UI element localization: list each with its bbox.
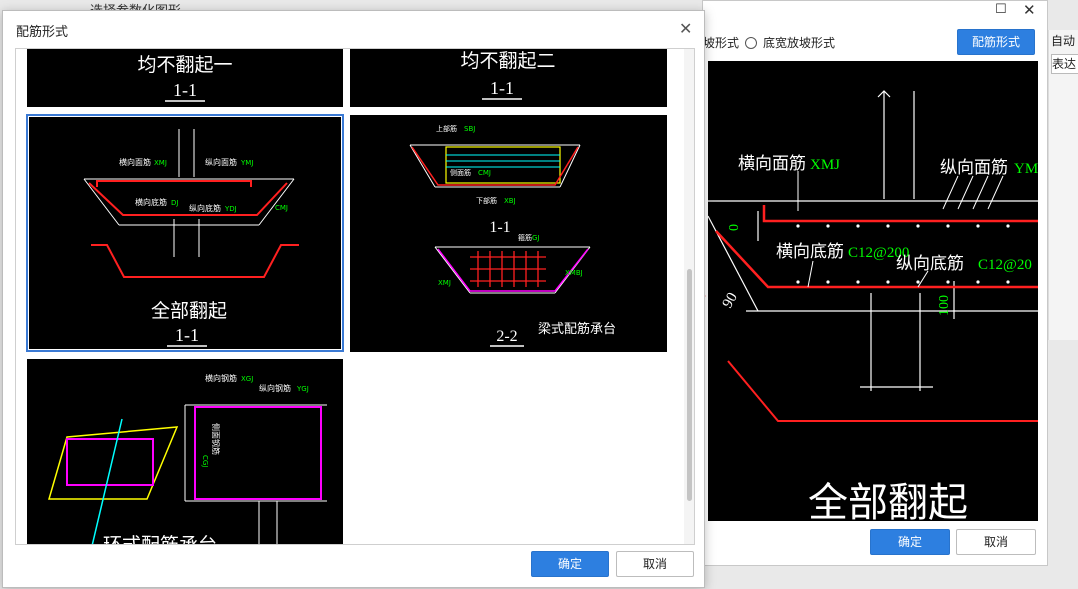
preview-dim-100: 100 [937, 295, 952, 316]
dialog-title: 配筋形式 [16, 24, 69, 39]
bottom-rebar-red [715, 230, 1038, 289]
thumb5-label-ygj: 纵向钢筋 [259, 383, 291, 393]
thumb4-label-side-code: CMJ [478, 169, 491, 177]
thumb3-label-ydj: 纵向底筋 [189, 203, 221, 213]
thumb-all-bend-drawing: 横向面筋 XMJ 纵向面筋 YMJ 横向底筋 DJ 纵向底筋 YDJ CMJ 全… [83, 129, 299, 347]
dialog-cancel-button[interactable]: 取消 [616, 551, 694, 577]
option-slope-label[interactable]: 坡形式 [703, 36, 740, 50]
close-icon[interactable]: ✕ [1023, 2, 1036, 19]
thumb-beam-cap-section-top: 1-1 [489, 219, 510, 236]
thumb-ring-cap[interactable]: 横向钢筋 XGJ 纵向钢筋 YGJ 侧面钢筋 CGJ 环式配筋承台 [27, 359, 343, 545]
preview-label-xmj: 横向面筋 [738, 154, 806, 173]
preview-label-xmj-code: XMJ [810, 157, 840, 173]
thumb3-label-ydj-code: YDJ [224, 205, 237, 213]
thumb-no-bend-2[interactable]: 均不翻起二 1-1 [350, 49, 667, 107]
thumb4-label-top: 上部筋 [436, 124, 457, 133]
far-right-label-auto[interactable]: 自动 [1051, 34, 1076, 48]
thumb3-label-xdj: 横向底筋 [135, 197, 167, 207]
thumb-beam-cap-drawing: 上部筋 SBJ 侧面筋 CMJ 下部筋 XBJ 箍筋 GJ XMJ XMBJ 1… [409, 124, 616, 347]
thumb3-label-xmj: 横向面筋 [119, 157, 151, 167]
preview-label-ydj-code: C12@20 [978, 257, 1032, 273]
thumb-beam-cap-name: 梁式配筋承台 [538, 321, 616, 337]
rebar-preview-canvas: 横向面筋 XMJ 纵向面筋 YMJ 横向底筋 C12@200 纵向底筋 C12@… [708, 61, 1038, 521]
preview-dim-angle: 90 [720, 290, 741, 311]
gallery-scrollbar[interactable] [684, 49, 694, 544]
thumb4-label-gu: 箍筋 [518, 233, 532, 242]
thumb4-label-gu-code: GJ [532, 234, 540, 242]
thumb-all-bend-name: 全部翻起 [151, 300, 227, 322]
far-right-label-express[interactable]: 表达 [1051, 54, 1078, 74]
maximize-icon[interactable]: ☐ [995, 1, 1007, 16]
thumb-beam-cap-section-bottom: 2-2 [496, 328, 517, 345]
preview-label-ydj: 纵向底筋 [896, 254, 964, 273]
thumb-beam-cap[interactable]: 上部筋 SBJ 侧面筋 CMJ 下部筋 XBJ 箍筋 GJ XMJ XMBJ 1… [350, 115, 667, 352]
base-line-red [727, 360, 1038, 422]
thumb5-label-side: 侧面钢筋 [211, 423, 221, 455]
preview-caption: 全部翻起 [808, 480, 968, 521]
thumb3-label-ymj: 纵向面筋 [205, 157, 237, 167]
thumb-ring-cap-drawing: 横向钢筋 XGJ 纵向钢筋 YGJ 侧面钢筋 CGJ 环式配筋承台 [48, 373, 327, 545]
thumb3-label-xmj-code: XMJ [154, 159, 167, 167]
preview-label-ymj: 纵向面筋 [940, 158, 1008, 177]
thumb4-label-top-code: SBJ [464, 125, 475, 133]
rebar-form-dialog: 配筋形式 ✕ 均不翻起一 1-1 均不翻起二 1-1 [2, 10, 705, 588]
thumb-no-bend-1[interactable]: 均不翻起一 1-1 [27, 49, 343, 107]
thumb5-label-xgj-code: XGJ [241, 375, 253, 383]
thumb-all-bend[interactable]: 横向面筋 XMJ 纵向面筋 YMJ 横向底筋 DJ 纵向底筋 YDJ CMJ 全… [26, 114, 344, 352]
thumb-no-bend-1-name: 均不翻起一 [137, 54, 232, 76]
radio-bottom-width-slope[interactable] [745, 36, 758, 49]
top-rebar-red [762, 205, 1038, 223]
preview-label-xdj: 横向底筋 [776, 242, 844, 261]
preview-label-xdj-code: C12@200 [848, 245, 909, 261]
option-bottom-width-slope-label[interactable]: 底宽放坡形式 [763, 36, 836, 50]
thumb5-label-side-code: CGJ [201, 455, 209, 467]
thumb-no-bend-2-drawing: 均不翻起二 1-1 [460, 50, 556, 100]
dialog-close-icon[interactable]: ✕ [679, 21, 693, 38]
rebar-form-gallery: 均不翻起一 1-1 均不翻起二 1-1 [15, 48, 695, 545]
break-mark-top [877, 90, 891, 98]
rebar-preview-drawing: 横向面筋 XMJ 纵向面筋 YMJ 横向底筋 C12@200 纵向底筋 C12@… [708, 90, 1038, 521]
thumb-no-bend-2-name: 均不翻起二 [460, 50, 555, 72]
thumb-no-bend-1-drawing: 均不翻起一 1-1 [137, 54, 233, 102]
thumb3-label-cmj: CMJ [275, 204, 288, 212]
right-cancel-button[interactable]: 取消 [956, 529, 1036, 555]
preview-dim-zero: 0 [727, 224, 742, 231]
thumb4-label-bottom-code: XBJ [504, 197, 516, 205]
thumb-ring-cap-name: 环式配筋承台 [103, 534, 217, 545]
thumb3-label-xdj-code: DJ [171, 199, 178, 207]
thumb4-label-xmbj: XMBJ [565, 269, 583, 277]
slope-options: 坡形式 底宽放坡形式 [703, 34, 835, 51]
thumb-no-bend-2-section: 1-1 [490, 78, 514, 98]
dialog-ok-button[interactable]: 确定 [531, 551, 609, 577]
thumb5-label-ygj-code: YGJ [296, 385, 309, 393]
rebar-form-button[interactable]: 配筋形式 [957, 29, 1035, 55]
thumb5-label-xgj: 横向钢筋 [205, 373, 237, 383]
right-ok-button[interactable]: 确定 [870, 529, 950, 555]
thumb-all-bend-section: 1-1 [175, 325, 199, 345]
thumb-no-bend-1-section: 1-1 [173, 80, 197, 100]
gallery-scroll-thumb[interactable] [687, 269, 692, 501]
thumb3-label-ymj-code: YMJ [240, 159, 253, 167]
parametric-shape-window: ☐ ✕ 坡形式 底宽放坡形式 配筋形式 [702, 0, 1048, 566]
thumb4-label-xmj: XMJ [438, 279, 451, 287]
far-right-panel: 自动 表达 [1048, 30, 1078, 340]
thumb4-label-side: 侧面筋 [450, 168, 471, 177]
thumb4-label-bottom: 下部筋 [476, 196, 497, 205]
preview-label-ymj-code: YMJ [1014, 161, 1038, 177]
